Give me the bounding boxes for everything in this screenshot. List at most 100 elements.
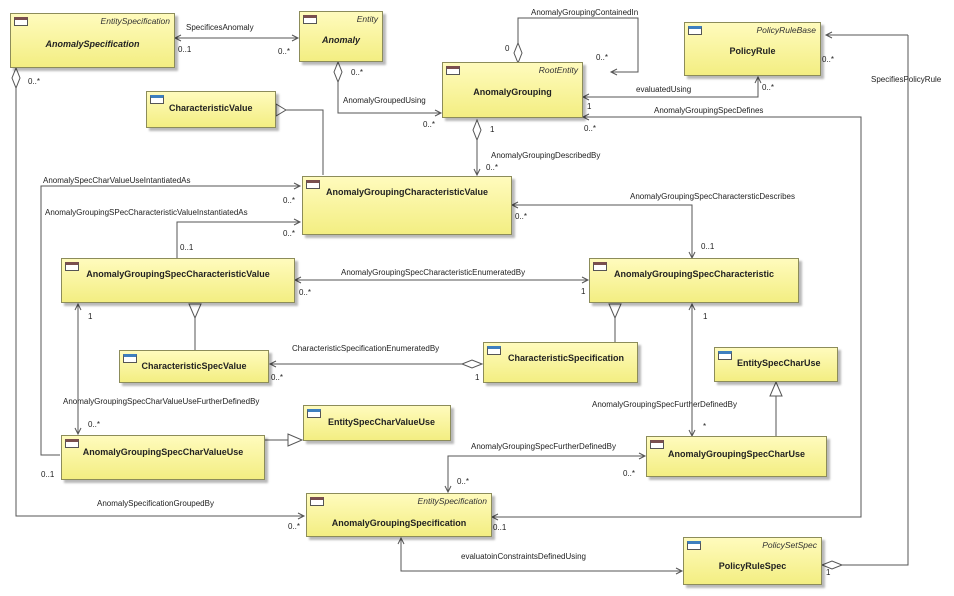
class-name: EntitySpecCharUse bbox=[737, 358, 821, 368]
multiplicity: 0..* bbox=[283, 229, 296, 238]
multiplicity: 0..* bbox=[584, 124, 597, 133]
class-icon bbox=[303, 15, 317, 24]
multiplicity: 0..* bbox=[423, 120, 436, 129]
edge-specifies-policy-rule bbox=[822, 35, 909, 566]
class-icon bbox=[150, 95, 164, 104]
label-grouped-using: AnomalyGroupedUsing bbox=[343, 96, 426, 105]
multiplicity: 1 bbox=[703, 312, 708, 321]
class-icon bbox=[718, 351, 732, 360]
class-anomaly-specification[interactable]: EntitySpecification AnomalySpecification bbox=[10, 13, 175, 68]
multiplicity: 0..* bbox=[457, 477, 470, 486]
multiplicity: 0..* bbox=[28, 77, 41, 86]
multiplicity: 0..* bbox=[762, 83, 775, 92]
class-icon bbox=[307, 409, 321, 418]
multiplicity: 0..* bbox=[283, 196, 296, 205]
label-spec-further-defined-by-right: AnomalyGroupingSpecFurtherDefinedBy bbox=[592, 400, 737, 409]
label-char-spec-enumerated-by: CharacteristicSpecificationEnumeratedBy bbox=[292, 344, 440, 353]
label-described-by: AnomalyGroupingDescribedBy bbox=[491, 151, 601, 160]
multiplicity: 0..* bbox=[822, 55, 835, 64]
class-name: EntitySpecCharValueUse bbox=[328, 417, 436, 427]
multiplicity: 1 bbox=[490, 125, 495, 134]
class-entity-spec-char-value-use[interactable]: EntitySpecCharValueUse bbox=[303, 405, 451, 441]
label-spec-further-defined-by-mid: AnomalyGroupingSpecFurtherDefinedBy bbox=[471, 442, 616, 451]
multiplicity: 0..* bbox=[596, 53, 609, 62]
multiplicity: 0..* bbox=[271, 373, 284, 382]
class-policy-rule[interactable]: PolicyRuleBase PolicyRule bbox=[684, 22, 821, 76]
class-icon bbox=[593, 262, 607, 271]
multiplicity: 1 bbox=[587, 102, 592, 111]
edge-spec-char-value-instantiated-as bbox=[176, 221, 300, 258]
class-ags-char-use[interactable]: AnomalyGroupingSpecCharUse bbox=[646, 436, 827, 477]
multiplicity: 0..* bbox=[88, 420, 101, 429]
class-icon bbox=[306, 180, 320, 189]
label-specifies-anomaly: SpecificesAnomaly bbox=[186, 23, 254, 32]
label-char-value-use-further-defined-by: AnomalyGroupingSpecCharValueUseFurtherDe… bbox=[63, 397, 260, 406]
label-char-value-use-instantiated-as: AnomalySpecCharValueUseIntantiatedAs bbox=[43, 176, 191, 185]
class-name: Anomaly bbox=[321, 35, 360, 45]
label-specification-grouped-by: AnomalySpecificationGroupedBy bbox=[97, 499, 214, 508]
class-name: CharacteristicValue bbox=[169, 102, 253, 113]
class-ags-characteristic[interactable]: AnomalyGroupingSpecCharacteristic bbox=[589, 258, 799, 303]
class-icon bbox=[65, 439, 79, 448]
class-name: AnomalyGrouping bbox=[473, 87, 552, 97]
multiplicity: 0..1 bbox=[493, 523, 507, 532]
multiplicity: 0..* bbox=[351, 68, 364, 77]
class-anomaly[interactable]: Entity Anomaly bbox=[299, 11, 383, 62]
class-characteristic-specification[interactable]: CharacteristicSpecification bbox=[483, 342, 638, 383]
multiplicity: 0..* bbox=[288, 522, 301, 531]
edge-spec-further-defined-by-mid bbox=[447, 455, 645, 492]
stereotype: EntitySpecification bbox=[417, 496, 487, 506]
class-characteristic-value[interactable]: CharacteristicValue bbox=[146, 91, 276, 128]
multiplicity: 0..* bbox=[486, 163, 499, 172]
edge-spec-defines bbox=[492, 116, 862, 518]
class-name: PolicyRuleSpec bbox=[718, 561, 787, 571]
class-icon bbox=[123, 354, 137, 363]
multiplicity: 1 bbox=[88, 312, 93, 321]
stereotype: RootEntity bbox=[538, 65, 578, 75]
class-policy-rule-spec[interactable]: PolicySetSpec PolicyRuleSpec bbox=[683, 537, 822, 585]
multiplicity: * bbox=[703, 422, 707, 431]
class-name: AnomalyGroupingCharacteristicValue bbox=[325, 187, 489, 197]
label-spec-char-describes: AnomalyGroupingSpecCharactersticDescribe… bbox=[630, 192, 795, 201]
multiplicity: 0..1 bbox=[178, 45, 192, 54]
stereotype: PolicySetSpec bbox=[762, 540, 817, 550]
label-evaluated-using: evaluatedUsing bbox=[636, 85, 692, 94]
multiplicity: 0 bbox=[505, 44, 510, 53]
multiplicity: 1 bbox=[581, 287, 586, 296]
class-icon bbox=[446, 66, 460, 75]
class-icon bbox=[650, 440, 664, 449]
edge-generalization-characteristic-value bbox=[286, 109, 324, 175]
class-name: CharacteristicSpecValue bbox=[141, 360, 247, 371]
class-icon bbox=[310, 497, 324, 506]
class-ags-characteristic-value[interactable]: AnomalyGroupingSpecCharacteristicValue bbox=[61, 258, 295, 303]
multiplicity: 1 bbox=[826, 568, 831, 577]
class-icon bbox=[65, 262, 79, 271]
class-name: AnomalyGroupingSpecCharValueUse bbox=[82, 447, 244, 457]
class-anomaly-grouping[interactable]: RootEntity AnomalyGrouping bbox=[442, 62, 583, 118]
class-ag-specification[interactable]: EntitySpecification AnomalyGroupingSpeci… bbox=[306, 493, 492, 537]
class-name: CharacteristicSpecification bbox=[508, 353, 625, 363]
edge-contained-in bbox=[517, 17, 639, 73]
class-icon bbox=[687, 541, 701, 550]
class-name: AnomalyGroupingSpecCharacteristicValue bbox=[86, 269, 270, 279]
label-specifies-policy-rule: SpecifiesPolicyRule bbox=[871, 75, 942, 84]
multiplicity: 0..* bbox=[278, 47, 291, 56]
class-name: AnomalyGroupingSpecCharUse bbox=[667, 449, 806, 459]
multiplicity: 0..* bbox=[623, 469, 636, 478]
class-characteristic-spec-value[interactable]: CharacteristicSpecValue bbox=[119, 350, 269, 383]
edge-char-value-use-instantiated-as bbox=[40, 185, 300, 456]
label-spec-defines: AnomalyGroupingSpecDefines bbox=[654, 106, 764, 115]
label-contained-in: AnomalyGroupingContainedIn bbox=[531, 8, 639, 17]
class-icon bbox=[14, 17, 28, 26]
class-ag-characteristic-value[interactable]: AnomalyGroupingCharacteristicValue bbox=[302, 176, 512, 235]
edge-spec-char-describes bbox=[512, 204, 693, 258]
multiplicity: 1 bbox=[475, 373, 480, 382]
class-entity-spec-char-use[interactable]: EntitySpecCharUse bbox=[714, 347, 838, 382]
edge-evaluation-constraints bbox=[400, 538, 682, 572]
class-ags-char-value-use[interactable]: AnomalyGroupingSpecCharValueUse bbox=[61, 435, 265, 480]
stereotype: Entity bbox=[356, 14, 378, 24]
class-name: AnomalyGroupingSpecCharacteristic bbox=[613, 269, 775, 279]
label-spec-char-value-instantiated-as: AnomalyGroupingSPecCharacteristicValueIn… bbox=[45, 208, 248, 217]
label-evaluation-constraints: evaluatoinConstraintsDefinedUsing bbox=[461, 552, 586, 561]
